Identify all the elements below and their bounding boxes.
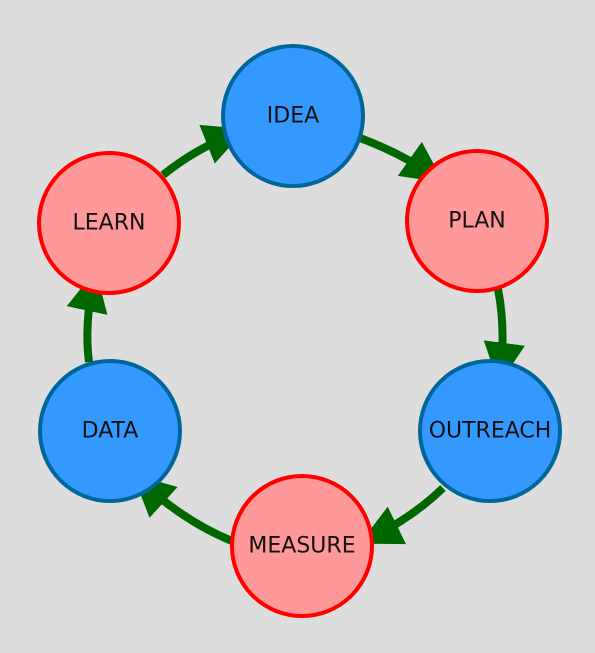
- node-data-label: DATA: [82, 419, 139, 444]
- node-learn-circle: [37, 151, 181, 295]
- node-learn-label: LEARN: [73, 211, 146, 236]
- node-measure-circle: [230, 474, 374, 618]
- node-data-circle: [38, 359, 182, 503]
- node-plan-label: PLAN: [448, 209, 506, 234]
- node-idea: IDEA: [221, 44, 365, 188]
- arrow-measure-to-data: [132, 474, 234, 545]
- node-plan-circle: [405, 149, 549, 293]
- node-idea-circle: [221, 44, 365, 188]
- node-measure: MEASURE: [230, 474, 374, 618]
- node-measure-label: MEASURE: [248, 534, 355, 559]
- node-idea-label: IDEA: [267, 104, 319, 129]
- arrow-outreach-to-measure: [359, 485, 446, 545]
- node-data: DATA: [38, 359, 182, 503]
- node-outreach: OUTREACH: [418, 359, 562, 503]
- node-plan: PLAN: [405, 149, 549, 293]
- node-outreach-circle: [418, 359, 562, 503]
- node-learn: LEARN: [37, 151, 181, 295]
- node-outreach-label: OUTREACH: [429, 419, 552, 444]
